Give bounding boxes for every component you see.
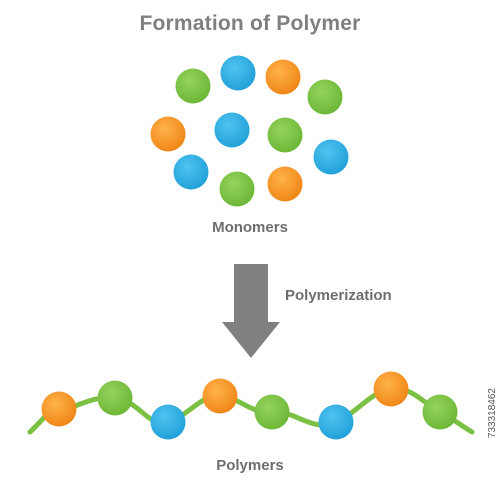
polymer-chain: [27, 386, 475, 435]
monomers-label: Monomers: [212, 219, 288, 236]
polymers-label: Polymers: [216, 457, 284, 474]
monomer-ball-orange: [150, 116, 186, 152]
monomer-ball-blue: [220, 55, 256, 91]
down-arrow: [222, 264, 280, 358]
monomer-ball-green: [175, 68, 211, 104]
polymer-bead-orange: [373, 371, 409, 407]
monomer-cluster: [150, 55, 349, 207]
polymer-bead-blue: [318, 404, 354, 440]
polymer-bead-orange: [202, 378, 238, 414]
polymer-bead-blue: [150, 404, 186, 440]
polymer-bead-green: [422, 394, 458, 430]
polymer-beads: [41, 371, 458, 440]
polymer-bead-orange: [41, 391, 77, 427]
monomer-ball-blue: [214, 112, 250, 148]
polymer-bead-green: [97, 380, 133, 416]
diagram-title: Formation of Polymer: [139, 12, 361, 35]
monomer-ball-green: [307, 79, 343, 115]
polymerization-label: Polymerization: [285, 287, 392, 304]
polymer-bead-green: [254, 394, 290, 430]
monomer-ball-orange: [265, 59, 301, 95]
monomer-ball-orange: [267, 166, 303, 202]
monomer-ball-green: [219, 171, 255, 207]
monomer-ball-blue: [313, 139, 349, 175]
stock-id-text: 733318462: [487, 388, 498, 439]
monomer-ball-blue: [173, 154, 209, 190]
monomer-ball-green: [267, 117, 303, 153]
